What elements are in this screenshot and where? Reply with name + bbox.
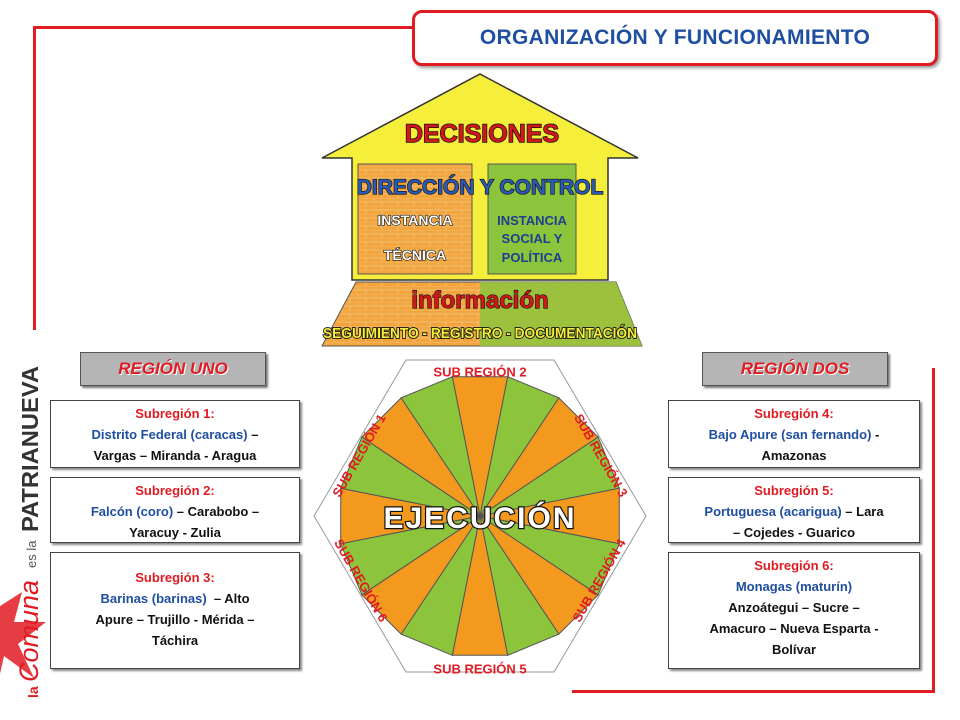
base-top-label: información	[411, 287, 548, 314]
region-two-header: REGIÓN DOS	[702, 352, 888, 386]
instancia-social-block	[487, 163, 577, 275]
subregion-6-line3: Amacuro – Nueva Esparta -	[709, 621, 879, 636]
subregion-2-line2: Yaracuy - Zulia	[129, 525, 221, 540]
roof-label: DECISIONES	[405, 120, 559, 148]
instancia-tecnica-block	[357, 163, 473, 275]
subregion-6-label: Subregión 6:	[754, 558, 834, 573]
brand-part2: Comuna	[14, 580, 44, 682]
left-block-line2: TÉCNICA	[384, 247, 446, 263]
base-bottom-label: SEGUIMIENTO - REGISTRO - DOCUMENTACIÓN	[323, 324, 637, 342]
subregion-5-blue: Portuguesa (acarigua)	[704, 504, 842, 519]
brand-part3: es la	[24, 540, 39, 568]
subregion-2-rest: – Carabobo –	[173, 504, 260, 519]
subregion-5-line2: – Cojedes - Guarico	[732, 525, 856, 540]
subregion-4-rest: -	[871, 427, 880, 442]
region-one-title: REGIÓN UNO	[118, 359, 228, 378]
frame-line-left	[33, 26, 36, 330]
house-diagram: DECISIONES DIRECCIÓN Y CONTROL INSTANCIA…	[321, 73, 643, 347]
subregion-5-box: Subregión 5: Portuguesa (acarigua) – Lar…	[668, 477, 920, 543]
subregion-4-blue: Bajo Apure (san fernando)	[708, 427, 872, 442]
right-block-line2: SOCIAL Y	[502, 231, 563, 246]
subregion-2-blue: Falcón (coro)	[90, 504, 174, 519]
brand-red-star	[0, 592, 46, 678]
subregion-4-label: Subregión 4:	[754, 406, 834, 421]
frame-line-right	[932, 368, 935, 692]
subregion-2-label: Subregión 2:	[135, 483, 215, 498]
subregion-3-blue: Barinas (barinas)	[100, 591, 207, 606]
frame-line-bottom	[572, 690, 935, 693]
title-box: ORGANIZACIÓN Y FUNCIONAMIENTO	[412, 10, 938, 66]
subregion-3-label: Subregión 3:	[135, 570, 215, 585]
subregion-1-box: Subregión 1: Distrito Federal (caracas) …	[50, 400, 300, 468]
subregion-3-line3: Táchira	[151, 633, 199, 648]
wheel-label-2: SUB REGIÓN 2	[433, 364, 526, 379]
brand-logo: la Comuna es la PATRIANUEVA	[0, 366, 46, 698]
subregion-1-blue: Distrito Federal (caracas)	[91, 427, 248, 442]
right-block-line3: POLÍTICA	[502, 250, 563, 265]
subregion-1-line2: Vargas – Miranda - Aragua	[93, 448, 257, 463]
wheel-segments	[340, 376, 620, 656]
subregion-4-box: Subregión 4: Bajo Apure (san fernando) -…	[668, 400, 920, 468]
subregion-3-box: Subregión 3: Barinas (barinas) – Alto Ap…	[50, 552, 300, 669]
subregion-6-line1: Monagas (maturín)	[735, 579, 853, 594]
subregion-4-line2: Amazonas	[761, 448, 827, 463]
left-block-line1: INSTANCIA	[377, 212, 452, 228]
subregion-1-label: Subregión 1:	[135, 406, 215, 421]
subregion-1-rest: –	[247, 427, 259, 442]
wheel-center-label: EJECUCIÓN	[383, 501, 576, 535]
wheel-label-5: SUB REGIÓN 5	[433, 661, 526, 676]
wheel-segment	[400, 376, 481, 517]
subregion-6-line2: Anzoátegui – Sucre –	[728, 600, 860, 615]
page-title: ORGANIZACIÓN Y FUNCIONAMIENTO	[479, 26, 871, 49]
subregion-3-line2: Apure – Trujillo - Mérida –	[95, 612, 255, 627]
subregion-6-line4: Bolívar	[771, 642, 817, 657]
brand-part1: la	[25, 686, 41, 698]
subregion-6-box: Subregión 6: Monagas (maturín) Anzoátegu…	[668, 552, 920, 669]
subregion-5-rest: – Lara	[841, 504, 884, 519]
subregion-5-label: Subregión 5:	[754, 483, 834, 498]
brand-part4: PATRIANUEVA	[17, 366, 43, 532]
region-one-header: REGIÓN UNO	[80, 352, 266, 386]
right-block-line1: INSTANCIA	[497, 213, 567, 228]
subregion-2-box: Subregión 2: Falcón (coro) – Carabobo – …	[50, 477, 300, 543]
frame-line-top-left	[36, 26, 412, 29]
subregion-3-rest: – Alto	[206, 591, 250, 606]
middle-label: DIRECCIÓN Y CONTROL	[357, 175, 604, 199]
region-two-title: REGIÓN DOS	[740, 359, 850, 378]
